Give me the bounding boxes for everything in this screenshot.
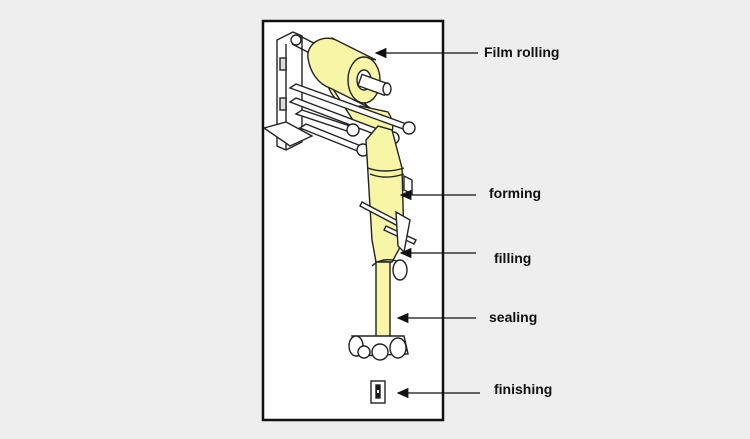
forming-collar	[359, 174, 417, 254]
label-film-rolling: Film rolling	[484, 44, 560, 60]
label-filling: filling	[494, 250, 532, 266]
forming-tube	[365, 125, 405, 263]
pulling-rollers	[348, 335, 409, 361]
finished-bag	[370, 380, 386, 404]
label-sealing: sealing	[489, 309, 538, 325]
mounting-bracket	[262, 31, 314, 151]
bag-tube-lower	[375, 261, 391, 345]
label-finishing: finishing	[494, 381, 553, 397]
pointer-arrows	[374, 47, 480, 399]
label-forming: forming	[489, 185, 542, 201]
guide-rollers	[288, 83, 416, 157]
film-roll	[307, 37, 392, 109]
